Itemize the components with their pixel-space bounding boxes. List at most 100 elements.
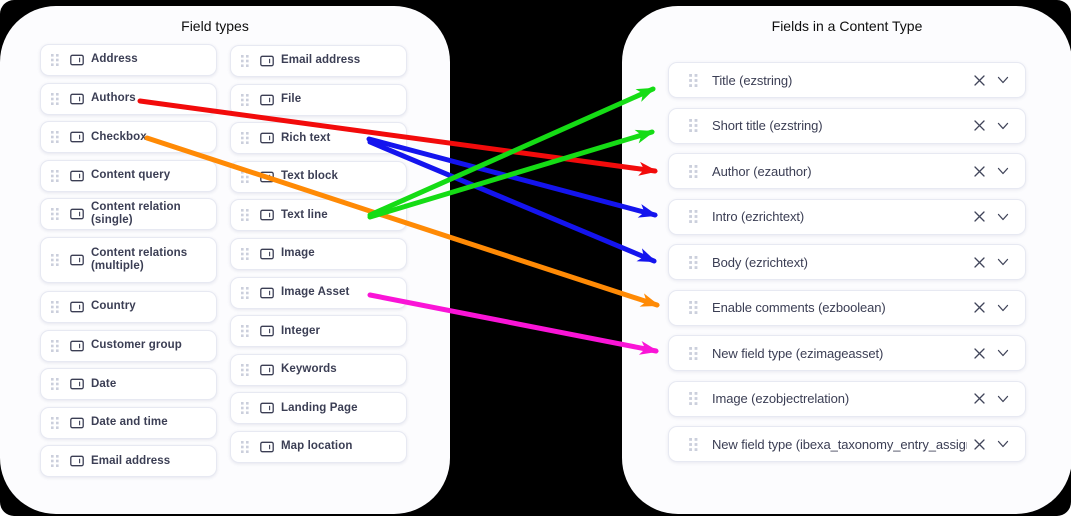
remove-field-button[interactable] (967, 68, 991, 92)
content-type-field-row[interactable]: Intro (ezrichtext) (668, 198, 1026, 235)
content-type-field-row[interactable]: Author (ezauthor) (668, 153, 1026, 189)
field-type-card[interactable]: Country (40, 291, 217, 323)
collapse-chevron-button[interactable] (991, 68, 1015, 92)
chevron-down-icon (997, 213, 1009, 220)
drag-handle-icon[interactable] (689, 346, 698, 360)
drag-handle-icon[interactable] (241, 93, 249, 106)
remove-field-button[interactable] (967, 114, 991, 138)
remove-field-button[interactable] (967, 296, 991, 320)
chevron-down-icon (997, 167, 1009, 175)
field-type-card[interactable]: Text block (230, 160, 407, 193)
drag-handle-icon[interactable] (51, 131, 59, 144)
field-type-label: Text block (281, 170, 339, 183)
collapse-chevron-button[interactable] (991, 250, 1015, 274)
field-type-card[interactable]: Keywords (230, 353, 407, 386)
content-type-field-row[interactable]: Enable comments (ezboolean) (668, 289, 1026, 326)
content-type-field-row[interactable]: Title (ezstring) (668, 62, 1026, 98)
field-type-card[interactable]: Landing Page (230, 392, 407, 425)
input-field-icon (70, 455, 84, 467)
remove-field-button[interactable] (967, 387, 991, 411)
drag-handle-icon[interactable] (241, 325, 249, 338)
field-type-card[interactable]: Checkbox (40, 121, 217, 154)
field-type-card[interactable]: Content relation (single) (40, 198, 217, 231)
field-row-label: Intro (ezrichtext) (712, 209, 805, 224)
remove-field-button[interactable] (967, 432, 991, 456)
content-type-field-row[interactable]: Body (ezrichtext) (668, 244, 1026, 280)
drag-handle-icon[interactable] (241, 132, 249, 145)
field-type-label: Email address (281, 54, 361, 67)
field-type-card[interactable]: Content query (40, 159, 217, 192)
x-cross-icon (973, 74, 985, 86)
drag-handle-icon[interactable] (689, 437, 698, 451)
drag-handle-icon[interactable] (51, 54, 59, 66)
drag-handle-icon[interactable] (51, 416, 59, 429)
drag-handle-icon[interactable] (51, 378, 59, 391)
drag-handle-icon[interactable] (241, 441, 249, 453)
field-type-card[interactable]: Image (230, 238, 407, 270)
content-type-field-row[interactable]: Image (ezobjectrelation) (668, 380, 1026, 417)
drag-handle-icon[interactable] (689, 392, 698, 405)
remove-field-button[interactable] (967, 159, 991, 183)
drag-handle-icon[interactable] (689, 210, 698, 223)
field-type-card[interactable]: File (230, 83, 407, 116)
field-type-card[interactable]: Rich text (230, 122, 407, 155)
remove-field-button[interactable] (967, 250, 991, 274)
content-type-field-row[interactable]: Short title (ezstring) (668, 107, 1026, 144)
field-type-card[interactable]: Text line (230, 199, 407, 232)
collapse-chevron-button[interactable] (991, 205, 1015, 229)
field-type-label: Landing Page (281, 401, 358, 414)
drag-handle-icon[interactable] (51, 169, 59, 182)
collapse-chevron-button[interactable] (991, 296, 1015, 320)
field-type-card[interactable]: Image Asset (230, 276, 407, 309)
field-type-label: Content relations (multiple) (91, 246, 188, 272)
input-field-icon (70, 208, 84, 220)
collapse-chevron-button[interactable] (991, 114, 1015, 138)
drag-handle-icon[interactable] (689, 301, 698, 314)
collapse-chevron-button[interactable] (991, 432, 1015, 456)
remove-field-button[interactable] (967, 341, 991, 365)
drag-handle-icon[interactable] (241, 402, 249, 415)
drag-handle-icon[interactable] (241, 248, 249, 260)
field-type-card[interactable]: Integer (230, 315, 407, 348)
input-field-icon (260, 209, 274, 221)
drag-handle-icon[interactable] (51, 455, 59, 468)
field-type-card[interactable]: Email address (40, 445, 217, 478)
drag-handle-icon[interactable] (241, 286, 249, 299)
collapse-chevron-button[interactable] (991, 387, 1015, 411)
content-type-field-row[interactable]: New field type (ezimageasset) (668, 335, 1026, 371)
collapse-chevron-button[interactable] (991, 341, 1015, 365)
drag-handle-icon[interactable] (241, 170, 249, 183)
field-type-card[interactable]: Customer group (40, 329, 217, 362)
drag-handle-icon[interactable] (241, 209, 249, 222)
field-types-panel: Field types Address (0, 6, 450, 514)
field-type-card[interactable]: Address (40, 44, 217, 76)
drag-handle-icon[interactable] (689, 73, 698, 87)
remove-field-button[interactable] (967, 205, 991, 229)
collapse-chevron-button[interactable] (991, 159, 1015, 183)
x-cross-icon (973, 165, 985, 177)
drag-handle-icon[interactable] (689, 164, 698, 178)
content-type-field-row[interactable]: New field type (ibexa_taxonomy_entry_ass… (668, 426, 1026, 462)
field-type-card[interactable]: Map location (230, 431, 407, 463)
field-row-label: Body (ezrichtext) (712, 254, 808, 270)
field-type-card[interactable]: Content relations (multiple) (40, 237, 217, 283)
field-type-label: Country (91, 300, 136, 313)
drag-handle-icon[interactable] (689, 119, 698, 132)
field-type-label: Checkbox (91, 130, 147, 143)
drag-handle-icon[interactable] (51, 339, 59, 352)
drag-handle-icon[interactable] (51, 254, 59, 266)
chevron-down-icon (997, 395, 1009, 402)
field-type-card[interactable]: Email address (230, 45, 407, 77)
field-type-card[interactable]: Authors (40, 82, 217, 115)
chevron-down-icon (997, 349, 1009, 357)
drag-handle-icon[interactable] (51, 92, 59, 105)
drag-handle-icon[interactable] (241, 55, 249, 67)
field-type-card[interactable]: Date and time (40, 406, 217, 439)
field-type-card[interactable]: Date (40, 368, 217, 401)
input-field-icon (260, 171, 274, 183)
drag-handle-icon[interactable] (241, 363, 249, 376)
drag-handle-icon[interactable] (51, 208, 59, 221)
x-cross-icon (973, 438, 985, 450)
drag-handle-icon[interactable] (689, 255, 698, 269)
drag-handle-icon[interactable] (51, 301, 59, 313)
